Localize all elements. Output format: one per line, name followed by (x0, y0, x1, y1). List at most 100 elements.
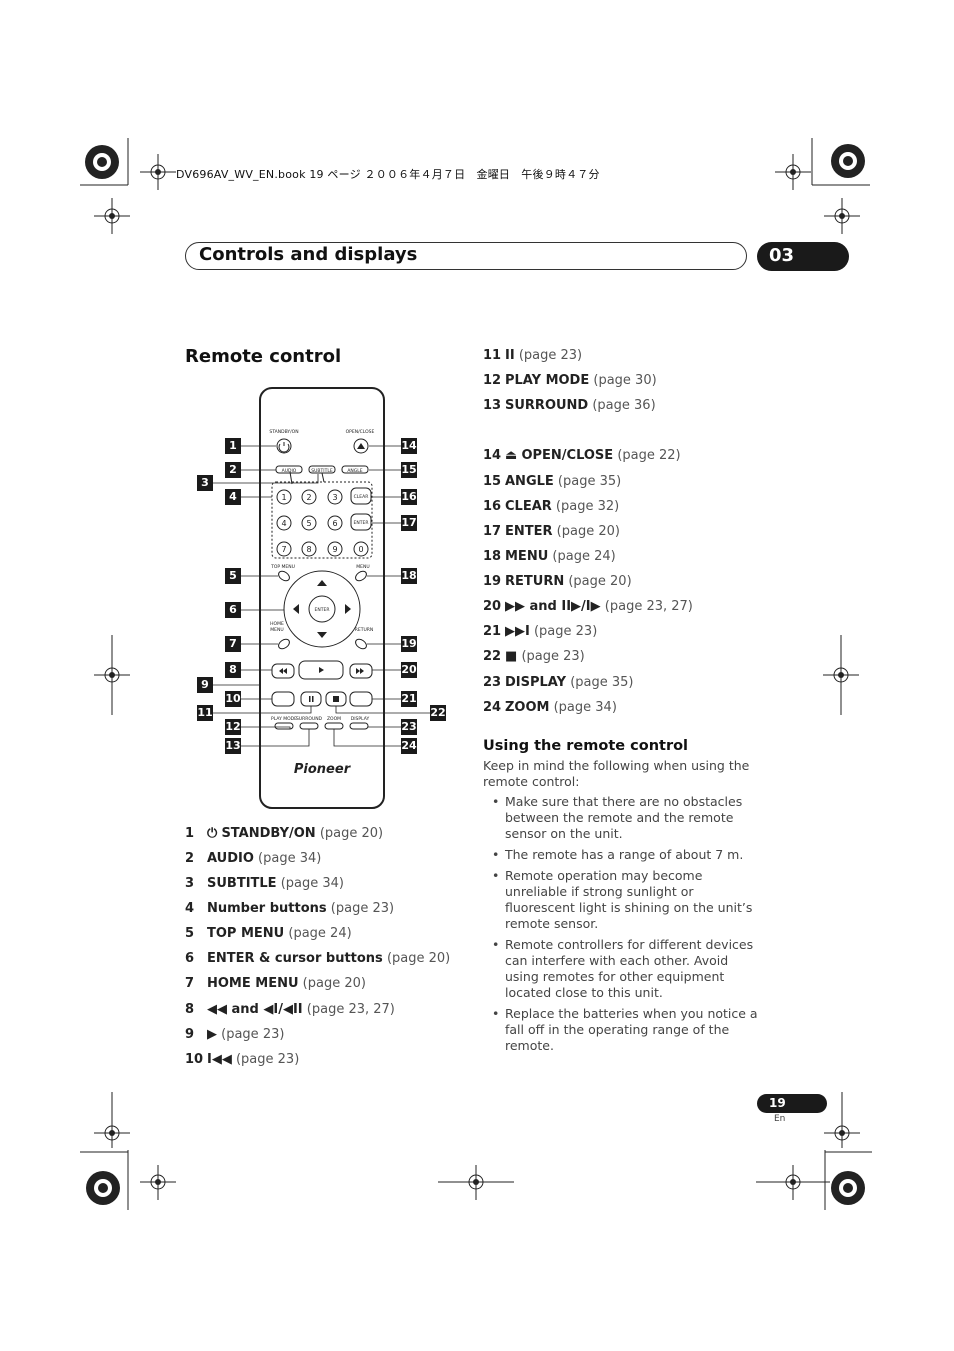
remote-label-display: DISPLAY (351, 716, 370, 722)
row-page-ref: (page 35) (570, 675, 634, 690)
remote-label-home-menu: MENU (270, 627, 283, 633)
row-number: 20 (483, 599, 502, 614)
row-number: 24 (483, 700, 502, 715)
row-page-ref: (page 34) (258, 851, 322, 866)
row-label: ■ (505, 649, 518, 664)
callout-12: 12 (225, 719, 241, 735)
row-page-ref: (page 30) (593, 373, 657, 388)
row-label: DISPLAY (505, 675, 567, 690)
callout-19: 19 (401, 636, 417, 652)
bullet-item: Make sure that there are no obstacles be… (490, 794, 760, 842)
remote-label-standby: STANDBY/ON (269, 429, 298, 435)
row-page-ref: (page 20) (302, 976, 366, 991)
row-number: 12 (483, 373, 502, 388)
row-label: AUDIO (207, 851, 254, 866)
callout-2: 2 (225, 462, 241, 478)
callout-1: 1 (225, 438, 241, 454)
remote-digit-8: 8 (306, 545, 311, 554)
row-number: 11 (483, 348, 502, 363)
callout-23: 23 (401, 719, 417, 735)
row-number: 22 (483, 649, 502, 664)
using-remote-bullets: Make sure that there are no obstacles be… (490, 794, 760, 1059)
row-number: 6 (185, 951, 195, 966)
row-page-ref: (page 34) (553, 700, 617, 715)
remote-label-open-close: OPEN/CLOSE (346, 429, 375, 435)
chapter-number: 03 (769, 245, 795, 266)
callout-7: 7 (225, 636, 241, 652)
callout-18: 18 (401, 568, 417, 584)
row-number: 7 (185, 976, 195, 991)
row-number: 2 (185, 851, 195, 866)
bullet-item: The remote has a range of about 7 m. (490, 847, 760, 863)
remote-digit-2: 2 (306, 493, 311, 502)
row-page-ref: (page 23) (235, 1052, 300, 1067)
row-number: 14 (483, 448, 502, 463)
remote-digit-1: 1 (281, 493, 286, 502)
row-page-ref: (page 23) (518, 348, 583, 363)
callout-17: 17 (401, 515, 417, 531)
row-label: RETURN (505, 574, 565, 589)
row-page-ref: (page 35) (557, 474, 622, 489)
remote-label-enter: ENTER (315, 607, 330, 613)
row-label: ANGLE (505, 474, 554, 489)
callout-15: 15 (401, 462, 417, 478)
row-number: 17 (483, 524, 502, 539)
row-label: HOME MENU (207, 976, 299, 991)
section-title-bar (185, 242, 747, 270)
row-page-ref: (page 34) (280, 876, 345, 891)
page-language: En (774, 1114, 786, 1124)
remote-label-top-menu: TOP MENU (270, 564, 295, 570)
row-label: ▶▶I (505, 624, 530, 639)
row-label: ▶▶ and II▶/I▶ (505, 599, 601, 614)
remote-control-heading: Remote control (185, 346, 342, 367)
button-list-row: 1⏻ STANDBY/ON (page 20) (185, 826, 383, 841)
row-page-ref: (page 23, 27) (306, 1002, 395, 1017)
row-number: 18 (483, 549, 502, 564)
remote-label-surround: SURROUND (296, 716, 323, 722)
button-list-row: 22■ (page 23) (483, 649, 585, 664)
remote-label-play-mode: PLAY MODE (271, 716, 297, 722)
row-label: OPEN/CLOSE (521, 448, 614, 463)
bullet-item: Replace the batteries when you notice a … (490, 1006, 760, 1054)
row-number: 19 (483, 574, 502, 589)
bullet-item: Remote controllers for different devices… (490, 937, 760, 1001)
row-page-ref: (page 20) (556, 524, 620, 539)
row-number: 4 (185, 901, 195, 916)
callout-8: 8 (225, 662, 241, 678)
book-header-line: DV696AV_WV_EN.book 19 ページ ２００６年４月７日 金曜日 … (176, 168, 600, 181)
row-page-ref: (page 36) (592, 398, 656, 413)
row-page-ref: (page 24) (288, 926, 352, 941)
chapter-badge (757, 242, 849, 271)
remote-label-enter-small: ENTER (354, 520, 369, 526)
callout-13: 13 (225, 738, 241, 754)
callout-24: 24 (401, 738, 417, 754)
button-list-row: 21▶▶I (page 23) (483, 624, 597, 639)
button-list-row: 14⏏ OPEN/CLOSE (page 22) (483, 448, 681, 463)
row-page-ref: (page 22) (617, 448, 681, 463)
row-label: ZOOM (505, 700, 550, 715)
callout-4: 4 (225, 489, 241, 505)
remote-control-illustration: STANDBY/ON OPEN/CLOSE AUDIO SUBTITLE ANG… (213, 387, 430, 809)
row-label: SUBTITLE (207, 876, 277, 891)
remote-digit-6: 6 (332, 519, 337, 528)
button-list-row: 2 AUDIO (page 34) (185, 851, 321, 866)
remote-label-return: RETURN (355, 627, 374, 633)
callout-22: 22 (430, 705, 446, 721)
callout-9: 9 (197, 677, 213, 693)
row-page-ref: (page 23) (521, 649, 585, 664)
row-page-ref: (page 20) (386, 951, 451, 966)
row-number: 5 (185, 926, 195, 941)
callout-3: 3 (197, 475, 213, 491)
row-number: 3 (185, 876, 195, 891)
